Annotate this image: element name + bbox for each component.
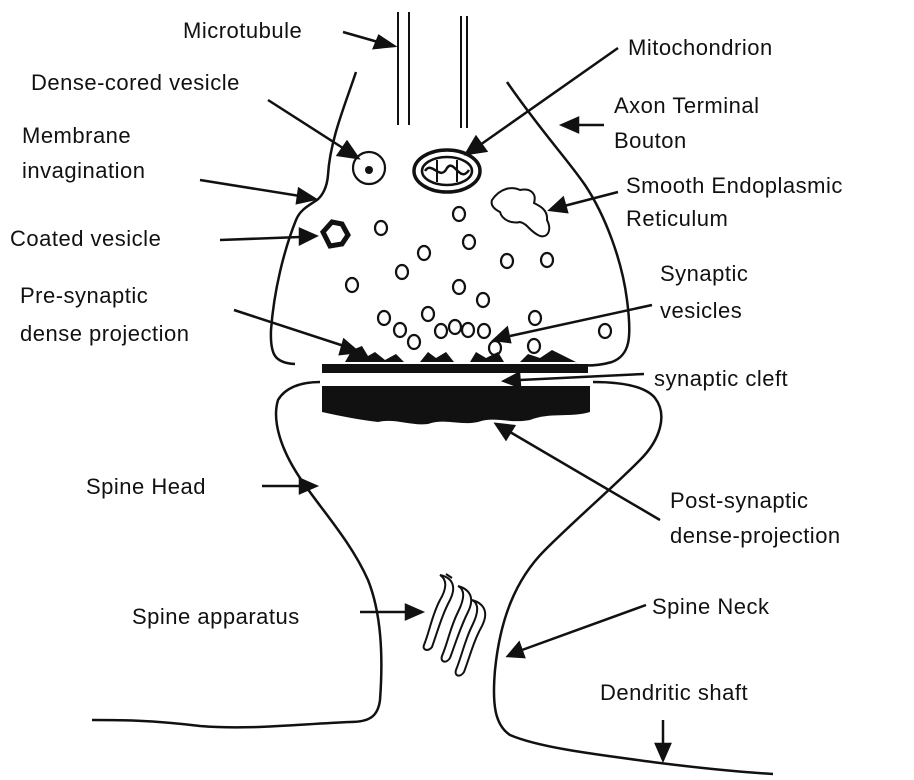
arrowhead xyxy=(550,198,567,212)
axon-terminal-outline-left xyxy=(271,72,356,364)
post-synaptic-density xyxy=(322,386,590,424)
label-synaptic-vesicles-line2: vesicles xyxy=(660,298,742,323)
arrowhead xyxy=(406,605,422,619)
label-axon-terminal-line1: Axon Terminal xyxy=(614,93,760,118)
label-pre-synaptic-line2: dense projection xyxy=(20,321,189,346)
spine-outline-left xyxy=(92,382,381,727)
coated-vesicle-shape xyxy=(323,222,348,246)
label-synaptic-cleft: synaptic cleft xyxy=(654,366,788,391)
label-pre-synaptic-line1: Pre-synaptic xyxy=(20,283,148,308)
arrowhead xyxy=(656,744,670,760)
spine-outline-right xyxy=(494,382,773,774)
arrowhead xyxy=(496,424,514,439)
arrowhead xyxy=(562,118,578,132)
arrowhead xyxy=(340,340,358,354)
label-mitochondrion: Mitochondrion xyxy=(628,35,773,60)
smooth-er xyxy=(492,188,550,236)
arrowhead xyxy=(300,229,316,244)
label-synaptic-vesicles-line1: Synaptic xyxy=(660,261,748,286)
arrowhead xyxy=(494,328,510,342)
label-dense-cored-vesicle: Dense-cored vesicle xyxy=(31,70,240,95)
label-membrane-invagination-line1: Membrane xyxy=(22,123,131,148)
label-post-synaptic-line2: dense-projection xyxy=(670,523,841,548)
label-spine-neck: Spine Neck xyxy=(652,594,770,619)
microtubule xyxy=(398,12,467,128)
arrowhead xyxy=(297,189,315,203)
pre-synaptic-membrane xyxy=(322,364,588,373)
label-smooth-er-line2: Reticulum xyxy=(626,206,728,231)
arrowhead xyxy=(374,36,394,48)
arrowhead xyxy=(338,142,358,158)
label-dendritic-shaft: Dendritic shaft xyxy=(600,680,748,705)
spine-apparatus xyxy=(424,574,486,676)
label-smooth-er-line1: Smooth Endoplasmic xyxy=(626,173,843,198)
label-coated-vesicle: Coated vesicle xyxy=(10,226,161,251)
mitochondrion xyxy=(414,150,480,192)
pre-synaptic-dense-projection xyxy=(345,346,576,362)
label-axon-terminal-line2: Bouton xyxy=(614,128,687,153)
arrowhead xyxy=(508,643,524,657)
label-membrane-invagination-line2: invagination xyxy=(22,158,145,183)
arrowhead xyxy=(466,137,486,154)
synaptic-vesicles xyxy=(346,207,611,355)
label-spine-apparatus: Spine apparatus xyxy=(132,604,300,629)
label-spine-head: Spine Head xyxy=(86,474,206,499)
label-post-synaptic-line1: Post-synaptic xyxy=(670,488,809,513)
label-microtubule: Microtubule xyxy=(183,18,302,43)
arrowhead xyxy=(504,373,520,387)
